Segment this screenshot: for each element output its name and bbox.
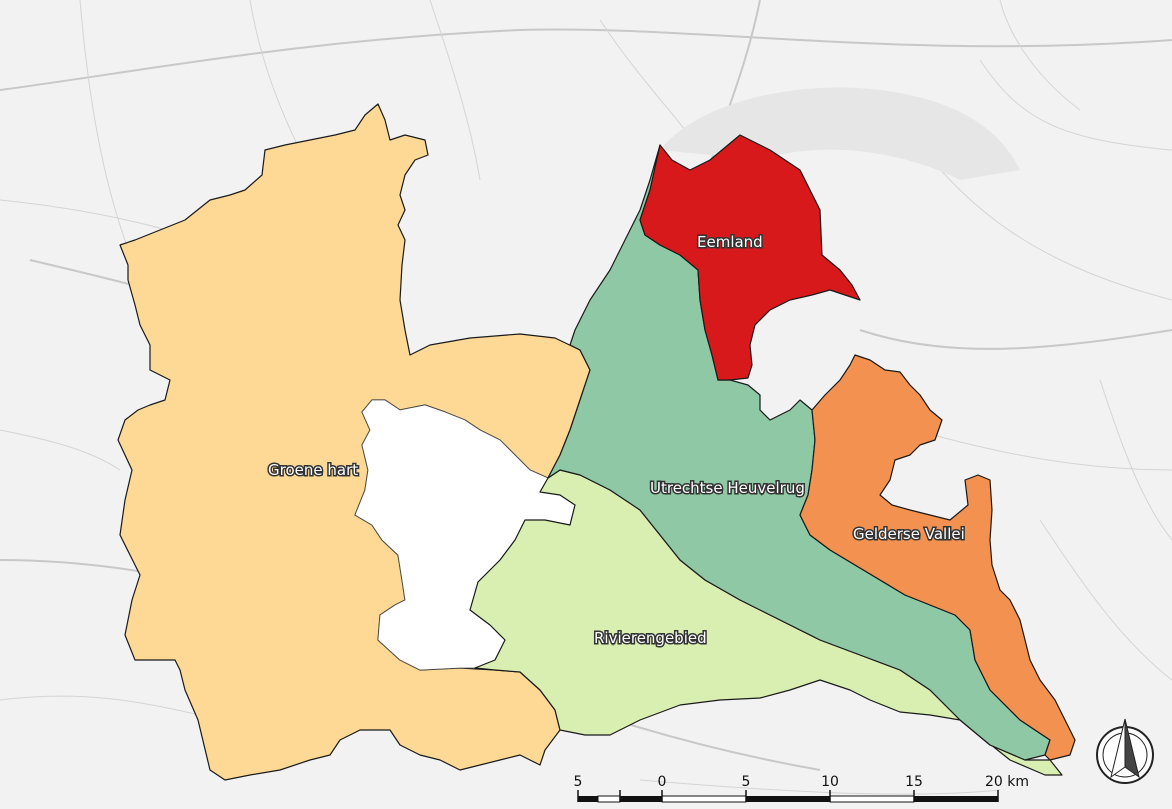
label-gelderse-vallei: Gelderse Vallei [853, 525, 965, 543]
scale-segment [661, 795, 747, 803]
label-groene-hart: Groene hart [268, 461, 358, 479]
scale-segment [597, 795, 621, 803]
scale-label: 0 [658, 774, 667, 790]
scale-label: 5 [574, 774, 583, 790]
region-gelderse-vallei[interactable] [799, 354, 1076, 761]
scale-bar: 5 0 5 10 15 20 km [574, 774, 1029, 803]
region-groene-hart[interactable] [117, 103, 591, 781]
north-arrow-icon [1096, 718, 1154, 784]
label-eemland: Eemland [697, 233, 763, 251]
scale-segment [829, 795, 915, 803]
scale-label: 5 [742, 774, 751, 790]
scale-label: 15 [905, 774, 923, 790]
region-eemland[interactable] [639, 134, 861, 381]
scale-segment [578, 796, 598, 802]
scale-label: 20 km [985, 774, 1029, 790]
label-rivierengebied: Rivierengebied [594, 629, 707, 647]
scale-segment [914, 796, 998, 802]
scale-label: 10 [821, 774, 839, 790]
scale-segment [620, 796, 662, 802]
scale-segment [746, 796, 830, 802]
label-utrechtse-heuvelrug: Utrechtse Heuvelrug [650, 479, 805, 497]
